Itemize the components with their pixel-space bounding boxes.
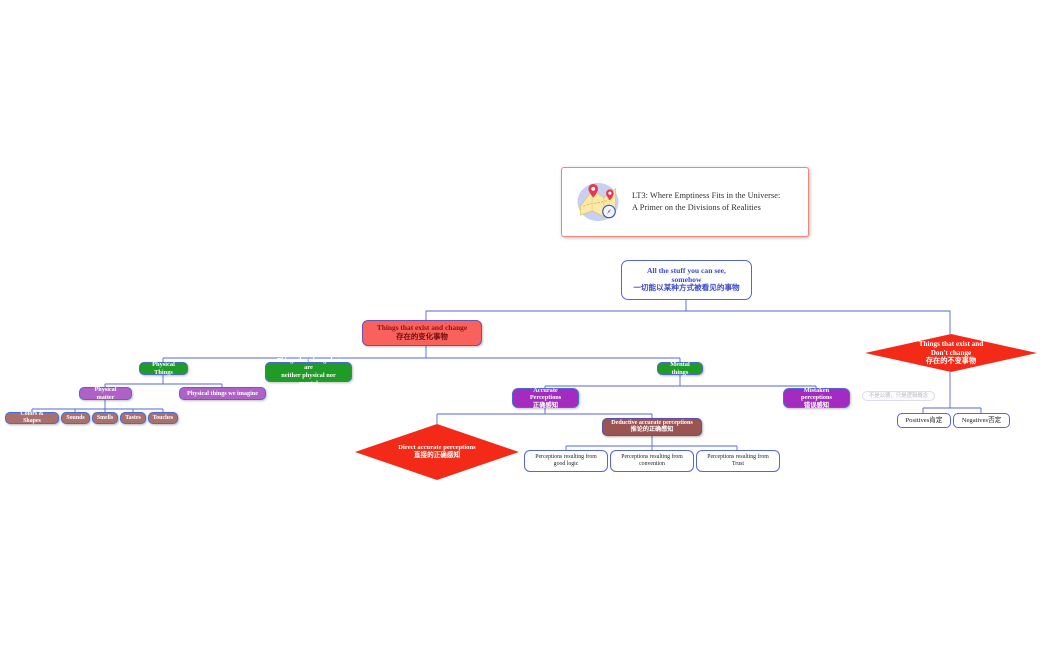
node-things-that-exist-and-change[interactable]: Things that exist and change 存在的变化事物 bbox=[362, 320, 482, 346]
node-change-neither-line2: neither physical nor mental bbox=[281, 372, 336, 387]
node-sounds-label: Sounds bbox=[66, 414, 85, 421]
node-good-logic-line2: good logic bbox=[553, 461, 579, 467]
map-icon bbox=[577, 182, 619, 222]
node-mistaken-perceptions-zh: 错误感知 bbox=[803, 401, 830, 409]
node-direct-accurate-perceptions[interactable]: Direct accurate perceptions 直接的正确感知 bbox=[355, 424, 519, 480]
node-perceptions-convention[interactable]: Perceptions resulting from convention bbox=[610, 450, 694, 472]
node-exist-change-zh: 存在的变化事物 bbox=[396, 332, 448, 341]
node-smells[interactable]: Smells bbox=[92, 412, 118, 424]
title-text-block: LT3: Where Emptiness Fits in the Univers… bbox=[632, 190, 780, 214]
title-line-2: A Primer on the Divisions of Realities bbox=[632, 203, 761, 212]
node-physical-matter[interactable]: Physical matter bbox=[79, 386, 132, 401]
node-no-change-zh: 存在的不变事物 bbox=[925, 357, 977, 366]
node-mental-things-label: Mental things bbox=[670, 360, 690, 376]
node-deductive-accurate-zh: 推论的正确感知 bbox=[630, 427, 674, 433]
node-sounds[interactable]: Sounds bbox=[61, 412, 90, 424]
node-root[interactable]: All the stuff you can see, somehow 一切能以某… bbox=[621, 260, 752, 300]
node-no-change-line2: Don't change bbox=[930, 348, 972, 357]
node-physical-things[interactable]: Physical Things bbox=[139, 360, 188, 376]
node-physical-matter-label: Physical matter bbox=[94, 386, 117, 401]
node-negatives[interactable]: Negatives否定 bbox=[953, 413, 1010, 428]
node-tastes-label: Tastes bbox=[125, 414, 141, 421]
node-negatives-label: Negatives否定 bbox=[961, 416, 1002, 424]
node-things-that-exist-and-dont-change[interactable]: Things that exist and Don't change 存在的不变… bbox=[865, 334, 1037, 372]
node-perceptions-trust[interactable]: Perceptions resulting from Trust bbox=[696, 450, 780, 472]
node-tastes[interactable]: Tastes bbox=[120, 412, 146, 424]
node-colors-and-shapes[interactable]: Colors & Shapes bbox=[5, 411, 59, 424]
node-root-line1: All the stuff you can see, bbox=[647, 265, 726, 275]
node-trust-line2: Trust bbox=[731, 461, 745, 467]
node-no-change-line1: Things that exist and bbox=[918, 340, 984, 349]
node-positives-label: Positives肯定 bbox=[905, 416, 943, 424]
node-things-change-neither[interactable]: Things that change but are neither physi… bbox=[265, 357, 352, 387]
node-faint-note[interactable]: 不是公德，只是逻辑概念 bbox=[862, 391, 935, 401]
node-mistaken-perceptions[interactable]: Mistaken perceptions 错误感知 bbox=[783, 386, 850, 409]
node-colors-shapes-label: Colors & Shapes bbox=[20, 411, 44, 424]
node-deductive-accurate-en: Deductive accurate perceptions bbox=[611, 419, 693, 426]
node-direct-accurate-en: Direct accurate perceptions bbox=[398, 444, 476, 452]
node-perceptions-good-logic[interactable]: Perceptions resulting from good logic bbox=[524, 450, 608, 472]
node-mistaken-perceptions-en: Mistaken perceptions bbox=[800, 386, 833, 402]
title-card: LT3: Where Emptiness Fits in the Univers… bbox=[561, 167, 809, 237]
node-convention-line1: Perceptions resulting from bbox=[621, 454, 683, 461]
node-physical-things-we-imagine[interactable]: Physical things we imagine bbox=[179, 387, 266, 400]
node-physical-imagine-label: Physical things we imagine bbox=[187, 389, 258, 397]
title-line-1: LT3: Where Emptiness Fits in the Univers… bbox=[632, 191, 781, 201]
node-direct-accurate-zh: 直接的正确感知 bbox=[413, 452, 461, 459]
node-trust-line1: Perceptions resulting from bbox=[707, 454, 769, 461]
node-change-neither-line1: Things that change but are bbox=[276, 356, 341, 372]
node-exist-change-en: Things that exist and change bbox=[376, 323, 468, 333]
node-accurate-perceptions-en: Accurate Perceptions bbox=[529, 386, 562, 402]
node-mental-things[interactable]: Mental things bbox=[657, 360, 703, 376]
node-accurate-perceptions[interactable]: Accurate Perceptions 正确感知 bbox=[512, 386, 579, 409]
node-touches[interactable]: Touches bbox=[148, 412, 178, 424]
node-faint-note-label: 不是公德，只是逻辑概念 bbox=[868, 392, 929, 399]
node-accurate-perceptions-zh: 正确感知 bbox=[532, 401, 559, 409]
node-touches-label: Touches bbox=[152, 414, 174, 421]
node-root-line3: 一切能以某种方式被看见的事物 bbox=[633, 283, 740, 293]
node-root-line2: somehow bbox=[671, 274, 702, 284]
node-good-logic-line1: Perceptions resulting from bbox=[535, 454, 597, 461]
node-deductive-accurate-perceptions[interactable]: Deductive accurate perceptions 推论的正确感知 bbox=[602, 418, 702, 436]
node-convention-line2: convention bbox=[639, 461, 665, 467]
node-smells-label: Smells bbox=[96, 414, 114, 421]
node-positives[interactable]: Positives肯定 bbox=[897, 413, 951, 428]
node-physical-things-label: Physical Things bbox=[152, 360, 175, 376]
